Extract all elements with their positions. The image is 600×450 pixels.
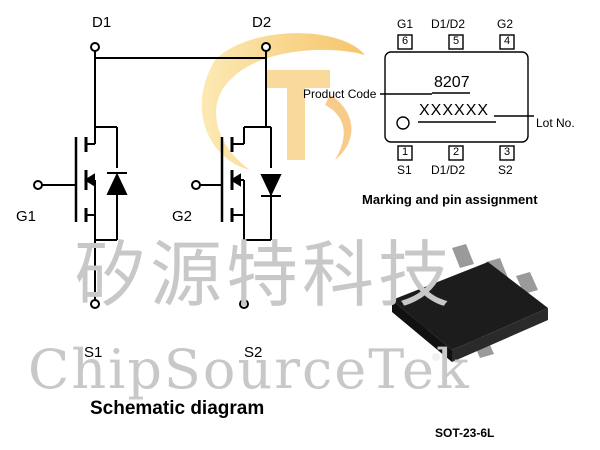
pin-3-number: 3 [503,146,511,158]
node-label-d1: D1 [92,14,112,31]
package-pin1-dot [432,353,440,361]
marking-caption: Marking and pin assignment [362,192,538,207]
pin-4-name: G2 [497,17,514,31]
sot23-package [392,244,548,362]
pin-2-pad [448,145,464,161]
pin-1-name: S1 [397,163,412,177]
pin-6-pad [397,34,413,50]
g1-terminal [33,180,43,190]
pin-5-number: 5 [452,35,460,47]
marking-diagram [380,34,534,161]
pin-5-pad [448,34,464,50]
node-label-g1: G1 [16,208,37,225]
schematic [33,42,282,309]
d1-terminal [90,42,100,52]
mosfet-2 [191,126,282,309]
pin-3-pad [499,145,515,161]
watermark-english: ChipSourceTek [28,338,471,401]
d2-terminal [261,42,271,52]
pin-1-dot [396,116,410,130]
product-code-callout: Product Code [303,87,377,101]
mosfet-1 [33,126,128,309]
pin-6-number: 6 [401,35,409,47]
watermark-chinese: 矽源特科技 [74,233,455,317]
node-label-d2: D2 [252,14,272,31]
body-diode-2 [260,174,282,197]
g2-terminal [191,180,201,190]
lot-code: XXXXXX [419,102,490,119]
pin-2-number: 2 [452,146,460,158]
package-caption: SOT-23-6L [435,426,495,440]
node-label-s1: S1 [84,344,103,361]
pin-2-name: D1/D2 [431,163,466,177]
lot-number-callout: Lot No. [536,116,575,130]
package-outline [384,51,529,143]
marking-code: 8207 [434,74,470,91]
node-label-s2: S2 [244,344,263,361]
pin-5-name: D1/D2 [431,17,466,31]
schematic-caption: Schematic diagram [90,398,265,419]
s2-terminal [239,299,249,309]
pin-1-pad [397,145,413,161]
pin-4-pad [499,34,515,50]
node-label-g2: G2 [172,208,193,225]
pin-3-name: S2 [498,163,513,177]
pin-4-number: 4 [503,35,511,47]
body-diode-1 [106,172,128,195]
pin-6-name: G1 [397,17,414,31]
pin-1-number: 1 [401,146,409,158]
s1-terminal [90,299,100,309]
